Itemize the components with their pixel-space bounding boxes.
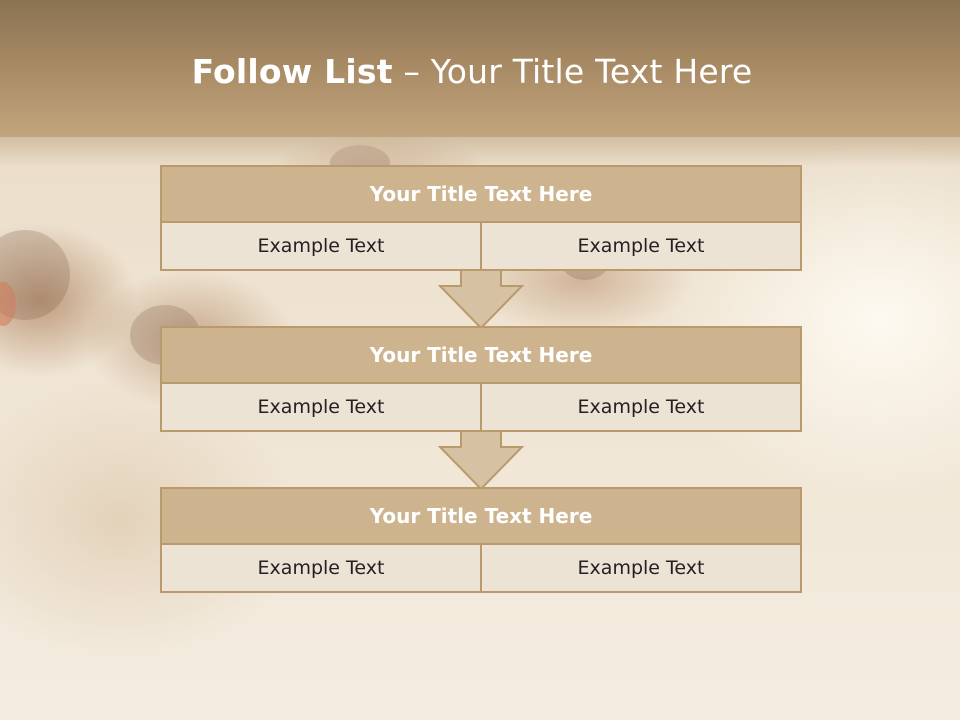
step-cell-left: Example Text xyxy=(162,545,480,591)
step-title: Your Title Text Here xyxy=(162,167,800,223)
step-block-2: Your Title Text Here Example Text Exampl… xyxy=(160,326,802,432)
step-cell-left: Example Text xyxy=(162,223,480,269)
step-block-3: Your Title Text Here Example Text Exampl… xyxy=(160,487,802,593)
header-shadow-band xyxy=(0,137,960,167)
step-title: Your Title Text Here xyxy=(162,328,800,384)
slide-title: Follow List – Your Title Text Here xyxy=(0,52,944,91)
step-row: Example Text Example Text xyxy=(162,545,800,591)
slide-title-bold: Follow List xyxy=(191,52,393,91)
down-arrow-icon xyxy=(438,431,524,491)
step-block-1: Your Title Text Here Example Text Exampl… xyxy=(160,165,802,271)
step-title: Your Title Text Here xyxy=(162,489,800,545)
step-row: Example Text Example Text xyxy=(162,384,800,430)
pencil-tip-shape xyxy=(0,282,16,326)
step-cell-right: Example Text xyxy=(480,545,800,591)
header-bar xyxy=(0,0,960,137)
step-cell-right: Example Text xyxy=(480,384,800,430)
slide-title-rest: – Your Title Text Here xyxy=(392,52,753,91)
step-cell-right: Example Text xyxy=(480,223,800,269)
step-row: Example Text Example Text xyxy=(162,223,800,269)
step-cell-left: Example Text xyxy=(162,384,480,430)
down-arrow-icon xyxy=(438,270,524,330)
